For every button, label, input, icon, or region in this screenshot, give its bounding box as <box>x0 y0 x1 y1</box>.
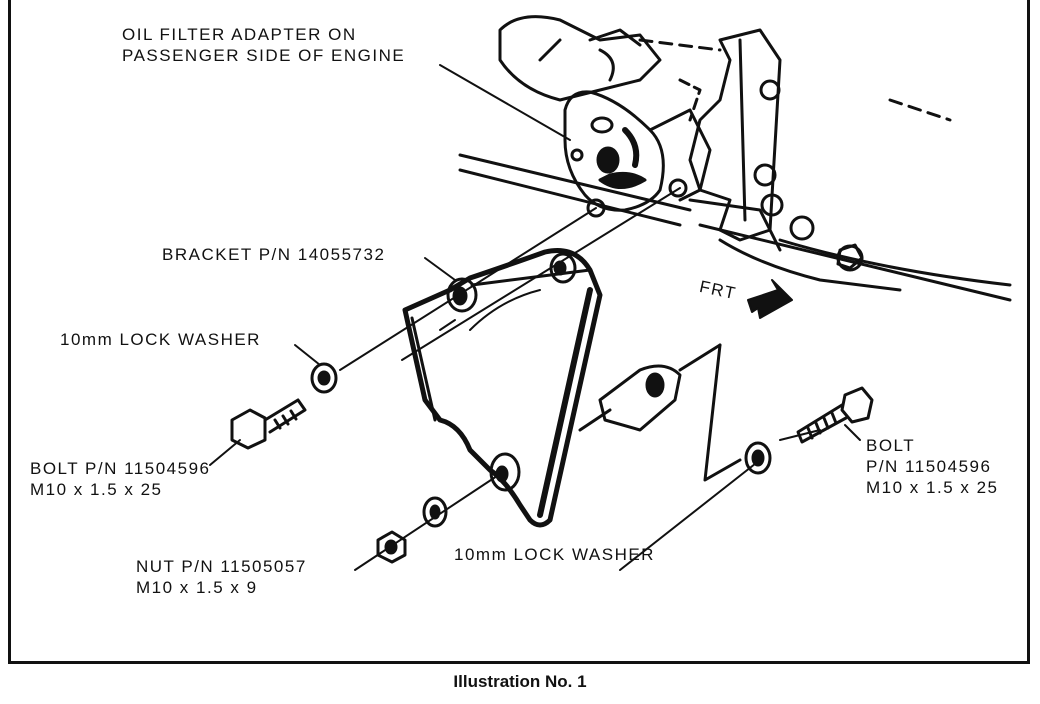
bolt-right <box>796 386 874 444</box>
engine-block <box>458 15 1012 302</box>
label-oil-filter-adapter: OIL FILTER ADAPTER ON PASSENGER SIDE OF E… <box>122 24 405 66</box>
label-bolt-left-line1: BOLT P/N 11504596 <box>30 459 211 478</box>
illustration-caption: Illustration No. 1 <box>453 672 587 691</box>
adapter-leader-line <box>439 64 571 141</box>
lock-washer-upper <box>310 362 338 394</box>
label-bolt-right-line1: BOLT <box>866 436 916 455</box>
lock-washer-lower <box>422 496 448 528</box>
label-oil-filter-adapter-line2: PASSENGER SIDE OF ENGINE <box>122 46 406 65</box>
brace-strap <box>578 343 742 482</box>
lock-washer-right <box>744 441 772 475</box>
label-bracket: BRACKET P/N 14055732 <box>162 245 386 264</box>
label-leaders <box>209 257 861 466</box>
label-oil-filter-adapter-line1: OIL FILTER ADAPTER ON <box>122 25 357 44</box>
label-nut-line2: M10 x 1.5 x 9 <box>136 578 258 597</box>
bracket <box>402 248 603 528</box>
label-bolt-left-line2: M10 x 1.5 x 25 <box>30 480 163 499</box>
bolt-left <box>230 398 307 450</box>
front-arrow <box>747 279 793 319</box>
nut <box>376 530 407 564</box>
label-nut-line1: NUT P/N 11505057 <box>136 557 307 576</box>
label-bolt-right-line3: M10 x 1.5 x 25 <box>866 478 999 497</box>
label-lock-washer-upper: 10mm LOCK WASHER <box>60 330 261 349</box>
label-lock-washer-lower: 10mm LOCK WASHER <box>454 545 655 564</box>
oil-filter-adapter <box>563 90 712 218</box>
illustration-frame <box>8 0 1030 664</box>
label-bolt-right-line2: P/N 11504596 <box>866 457 992 476</box>
